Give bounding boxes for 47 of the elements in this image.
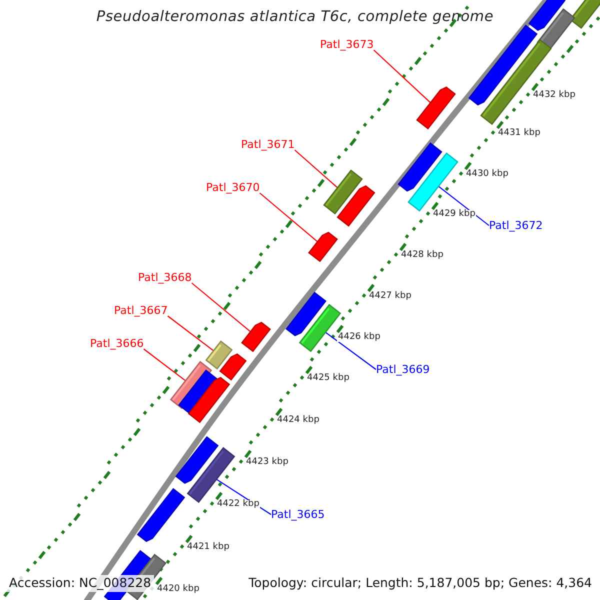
scale-label: 4426 kbp [337,333,382,342]
gene-feature [241,322,271,352]
gene-feature [219,353,247,381]
gene-label: Patl_3669 [376,364,430,375]
scale-label: 4420 kbp [156,585,200,594]
genome-summary: Topology: circular; Length: 5,187,005 bp; Genes: 4,364 [248,577,592,590]
scale-label: 4432 kbp [532,91,576,100]
gene-label: Patl_3666 [90,338,144,349]
gene-feature [528,0,566,31]
accession-note: Accession: NC_008228 [6,575,154,592]
scale-label: 4423 kbp [245,458,290,467]
gene-feature [188,376,230,424]
gene-label: Patl_3670 [206,182,260,193]
gene-label: Patl_3667 [114,305,168,316]
gene-label: Patl_3673 [320,39,374,50]
leader-line [167,316,214,352]
leader-line [294,150,338,188]
scale-label: 4429 kbp [432,210,476,219]
scale-label: 4424 kbp [276,416,320,425]
gene-label: Patl_3671 [241,139,295,150]
leader-line [143,348,186,382]
gene-feature [323,170,363,214]
scale-label: 4430 kbp [465,170,510,179]
gene-label: Patl_3672 [489,220,543,231]
scale-label: 4421 kbp [186,543,230,552]
gene-feature [308,232,338,262]
gene-feature [416,86,456,130]
gene-feature [136,488,186,542]
gene-feature [398,142,442,192]
scale-label: 4431 kbp [497,129,542,138]
gene-feature [175,436,219,484]
leader-line [325,332,376,370]
gene-label: Patl_3665 [271,509,325,520]
scale-label: 4422 kbp [216,500,260,509]
diagram-title: Pseudoalteromonas atlantica T6c, complete genome [96,9,494,25]
gene-feature [336,185,376,227]
scale-label: 4425 kbp [306,374,350,383]
gene-feature [205,340,233,370]
leader-line [191,282,251,332]
leader-line [373,50,431,104]
leader-line [259,192,318,242]
scale-label: 4427 kbp [368,292,412,301]
leader-line [438,186,490,226]
gene-feature [569,0,600,29]
gene-feature [286,292,326,336]
scale-label: 4428 kbp [400,251,444,260]
gene-label: Patl_3668 [138,272,192,283]
